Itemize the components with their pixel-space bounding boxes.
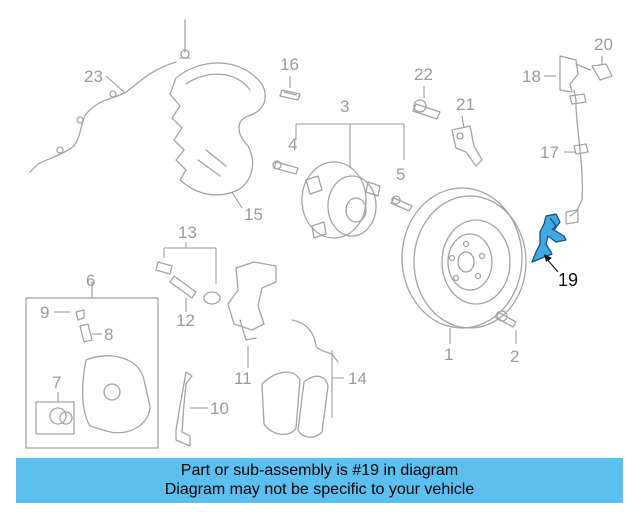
- callout-5: 5: [396, 165, 405, 184]
- callout-10: 10: [210, 399, 229, 418]
- callout-13: 13: [178, 223, 197, 242]
- caliper-bracket-part: [227, 261, 277, 341]
- callout-2: 2: [510, 347, 519, 366]
- bracket-18-part: [559, 55, 591, 93]
- bolt-22-part: [412, 99, 441, 120]
- callout-8: 8: [104, 325, 113, 344]
- callout-16: 16: [280, 55, 299, 74]
- callout-7: 7: [52, 373, 61, 392]
- spring-clip-part: [175, 371, 193, 447]
- callout-20: 20: [594, 35, 613, 54]
- bolt-2-part: [494, 310, 517, 328]
- abs-wire-part: [29, 19, 191, 173]
- dust-shield-part: [169, 62, 266, 196]
- callout-22: 22: [414, 65, 433, 84]
- callout-3: 3: [340, 97, 349, 116]
- callout-14: 14: [348, 369, 367, 388]
- guide-pins-part: [155, 261, 221, 305]
- callout-17: 17: [540, 143, 559, 162]
- callout-9: 9: [40, 303, 49, 322]
- clip-20-part: [591, 63, 613, 81]
- brake-hose-part: [565, 89, 589, 225]
- callout-6: 6: [86, 271, 95, 290]
- bolt-16-part: [279, 89, 301, 101]
- callout-23: 23: [84, 67, 103, 86]
- banner-line-1: Part or sub-assembly is #19 in diagram: [180, 462, 459, 479]
- bolt-4-part: [272, 160, 299, 175]
- callout-18: 18: [522, 67, 541, 86]
- info-banner: Part or sub-assembly is #19 in diagram D…: [16, 458, 623, 503]
- callout-11: 11: [234, 369, 252, 388]
- callout-12: 12: [176, 311, 195, 330]
- hub-bearing-part: [301, 161, 381, 239]
- callout-19: 19: [558, 270, 578, 290]
- callout-21: 21: [456, 95, 475, 114]
- callout-15: 15: [244, 205, 263, 224]
- bracket-19-part-highlighted[interactable]: [531, 213, 567, 263]
- banner-line-2: Diagram may not be specific to your vehi…: [164, 481, 475, 498]
- caliper-assembly-box: [25, 281, 159, 449]
- speed-sensor-part: [451, 125, 483, 167]
- brake-rotor-part: [401, 187, 527, 329]
- bolt-5-part: [390, 195, 413, 212]
- callout-1: 1: [444, 345, 453, 364]
- brake-pads-part: [261, 319, 339, 438]
- callout-4: 4: [288, 135, 297, 154]
